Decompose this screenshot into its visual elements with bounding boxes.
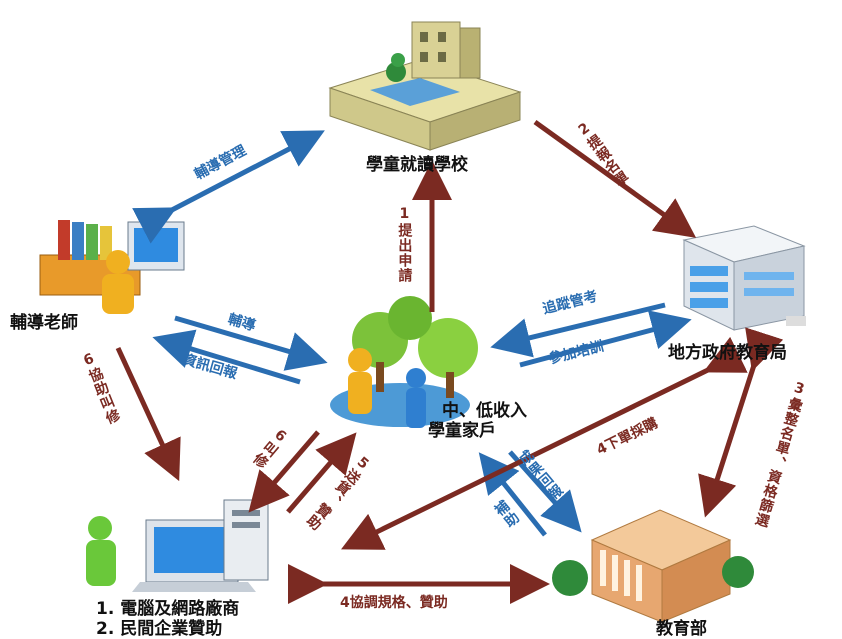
vendor-computer-icon xyxy=(86,499,269,592)
label-coordinate: 4協調規格、贊助 xyxy=(340,595,448,611)
school-building-icon xyxy=(328,21,522,151)
teacher-desk-icon xyxy=(39,220,185,314)
family-label-line1: 中、低收入 xyxy=(442,401,527,421)
vendor-label-line1: 1. 電腦及網路廠商 xyxy=(96,599,240,619)
family-label-line2: 學童家戶 xyxy=(428,421,496,441)
arrow-guidance-mgmt xyxy=(132,130,325,244)
bureau-label: 地方政府教育局 xyxy=(668,343,787,363)
arrow-consolidate xyxy=(698,327,784,518)
arrow-deliver xyxy=(286,432,357,514)
arrow-submit-list xyxy=(533,119,697,238)
arrow-guide xyxy=(174,315,328,371)
school-label: 學童就讀學校 xyxy=(366,155,468,175)
bureau-building-icon xyxy=(682,225,806,331)
teacher-label: 輔導老師 xyxy=(10,313,78,333)
arrow-assist-repair xyxy=(115,346,181,482)
arrow-purchase xyxy=(341,336,748,550)
arrow-info-report xyxy=(152,329,301,385)
ministry-building-icon xyxy=(552,509,754,623)
arrow-repair-call xyxy=(248,430,320,513)
vendor-label-line2: 2. 民間企業贊助 xyxy=(96,619,223,639)
ministry-label: 教育部 xyxy=(656,619,707,639)
label-apply: 1提出申請 xyxy=(396,206,413,283)
